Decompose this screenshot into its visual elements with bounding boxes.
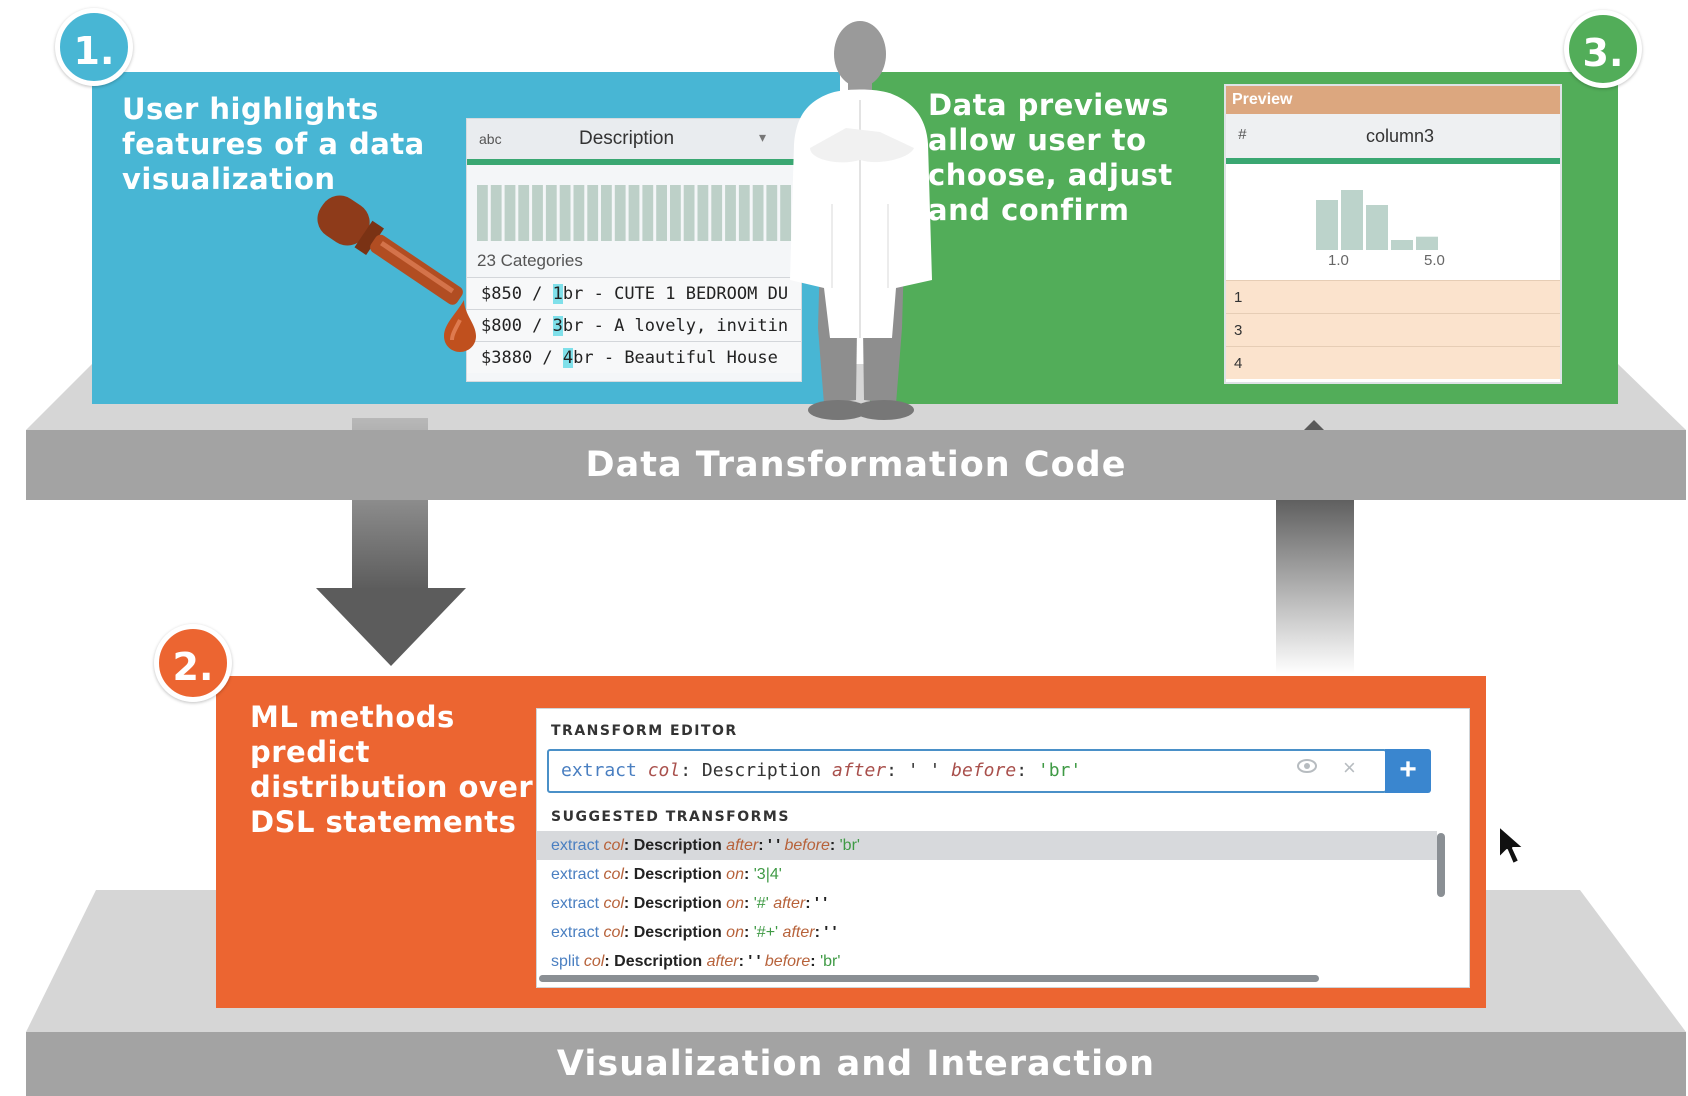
category-bar bbox=[614, 185, 626, 241]
tick-label: 1.0 bbox=[1328, 252, 1349, 269]
category-bar bbox=[559, 185, 571, 241]
category-bar bbox=[545, 185, 557, 241]
editor-title: TRANSFORM EDITOR bbox=[551, 723, 738, 739]
suggestions-scrollbar[interactable] bbox=[1437, 833, 1445, 897]
preview-bar bbox=[1391, 240, 1413, 250]
category-bar bbox=[532, 185, 543, 241]
column-title: Description bbox=[579, 128, 675, 149]
code-token: 'br' bbox=[1037, 760, 1082, 781]
code-token: col bbox=[647, 760, 681, 781]
category-bar bbox=[656, 185, 667, 241]
category-bar bbox=[725, 185, 736, 241]
suggested-transform[interactable]: extract col: Description on: '#+' after:… bbox=[551, 924, 837, 941]
transform-input[interactable]: extract col: Description after: ' ' befo… bbox=[547, 749, 1387, 793]
category-bar bbox=[766, 185, 778, 241]
column-title: column3 bbox=[1366, 126, 1435, 146]
suggested-transform[interactable]: extract col: Description after: ' ' befo… bbox=[537, 831, 1437, 860]
suggested-transform[interactable]: extract col: Description on: '3|4' bbox=[551, 866, 782, 883]
highlighted-text: 3 bbox=[552, 316, 563, 336]
suggested-transform[interactable]: split col: Description after: ' ' before… bbox=[551, 953, 841, 970]
preview-card: Preview # column3 1.0 5.0 1 3 4 bbox=[1224, 84, 1562, 384]
suggested-transform[interactable]: extract col: Description on: '#' after: … bbox=[551, 895, 828, 912]
category-histogram bbox=[477, 185, 791, 241]
editor-horizontal-scrollbar[interactable] bbox=[539, 975, 1319, 982]
preview-column-header[interactable]: # column3 bbox=[1226, 114, 1560, 164]
column-type-label: abc bbox=[479, 131, 502, 147]
highlighted-text: 1 bbox=[552, 284, 563, 304]
chevron-down-icon[interactable]: ▾ bbox=[759, 129, 767, 145]
category-bar bbox=[752, 185, 764, 241]
layer-label-visualization: Visualization and Interaction bbox=[26, 1032, 1686, 1096]
tick-label: 5.0 bbox=[1424, 252, 1445, 269]
category-bar bbox=[601, 185, 612, 241]
add-transform-button[interactable]: + bbox=[1385, 749, 1431, 793]
close-icon[interactable]: × bbox=[1343, 755, 1356, 780]
code-token: : bbox=[1016, 760, 1038, 781]
category-bar bbox=[587, 185, 599, 241]
preview-row[interactable]: 3 bbox=[1226, 313, 1560, 346]
category-bar bbox=[518, 185, 530, 241]
transform-editor: TRANSFORM EDITOR extract col: Descriptio… bbox=[536, 708, 1470, 988]
preview-row[interactable]: 1 bbox=[1226, 280, 1560, 313]
code-token: extract bbox=[561, 760, 648, 781]
code-token: before bbox=[951, 760, 1017, 781]
category-bar bbox=[477, 185, 488, 241]
step-badge-3: 3. bbox=[1564, 10, 1642, 88]
data-row[interactable]: $850 / 1br - CUTE 1 BEDROOM DU bbox=[467, 277, 801, 309]
suggestions-list: extract col: Description after: ' ' befo… bbox=[537, 831, 1437, 979]
category-bar bbox=[642, 185, 654, 241]
mouse-cursor-icon bbox=[1498, 825, 1525, 865]
highlighted-text: 4 bbox=[562, 348, 574, 368]
data-row[interactable]: $800 / 3br - A lovely, invitin bbox=[467, 309, 801, 341]
data-row[interactable]: $3880 / 4br - Beautiful House bbox=[467, 341, 801, 373]
step-badge-1: 1. bbox=[55, 8, 133, 86]
category-bar bbox=[670, 185, 681, 241]
step2-caption: ML methods predict distribution over DSL… bbox=[250, 700, 534, 839]
layer-label-code: Data Transformation Code bbox=[26, 430, 1686, 500]
column-type-label: # bbox=[1238, 126, 1247, 143]
category-bar bbox=[504, 185, 516, 241]
step1-caption: User highlights features of a data visua… bbox=[122, 92, 425, 196]
suggestions-title: SUGGESTED TRANSFORMS bbox=[551, 809, 790, 825]
person-silhouette-icon bbox=[790, 21, 932, 420]
step3-caption: Data previews allow user to choose, adju… bbox=[928, 88, 1173, 227]
category-bar bbox=[490, 185, 502, 241]
eyedropper-icon bbox=[317, 195, 476, 352]
eye-icon[interactable] bbox=[1297, 759, 1317, 773]
preview-row[interactable]: 4 bbox=[1226, 346, 1560, 379]
category-bar bbox=[711, 185, 723, 241]
code-token: : ' ' bbox=[886, 760, 952, 781]
category-bar bbox=[683, 185, 695, 241]
category-bar bbox=[738, 185, 750, 241]
category-bar bbox=[628, 185, 640, 241]
category-count: 23 Categories bbox=[477, 251, 583, 270]
preview-header: Preview bbox=[1226, 86, 1560, 114]
code-token: : Description bbox=[680, 760, 832, 781]
preview-bar bbox=[1316, 200, 1338, 250]
category-bar bbox=[780, 185, 791, 241]
step-badge-2: 2. bbox=[154, 624, 232, 702]
preview-bar bbox=[1416, 236, 1438, 250]
column-header[interactable]: abc Description ▾ bbox=[467, 119, 801, 165]
preview-histogram bbox=[1316, 190, 1438, 250]
preview-bar bbox=[1366, 205, 1388, 250]
code-token: after bbox=[831, 760, 887, 781]
category-bar bbox=[697, 185, 709, 241]
preview-bar bbox=[1341, 190, 1363, 250]
category-bar bbox=[573, 185, 585, 241]
description-column-card: abc Description ▾ 23 Categories $850 / 1… bbox=[466, 118, 802, 382]
